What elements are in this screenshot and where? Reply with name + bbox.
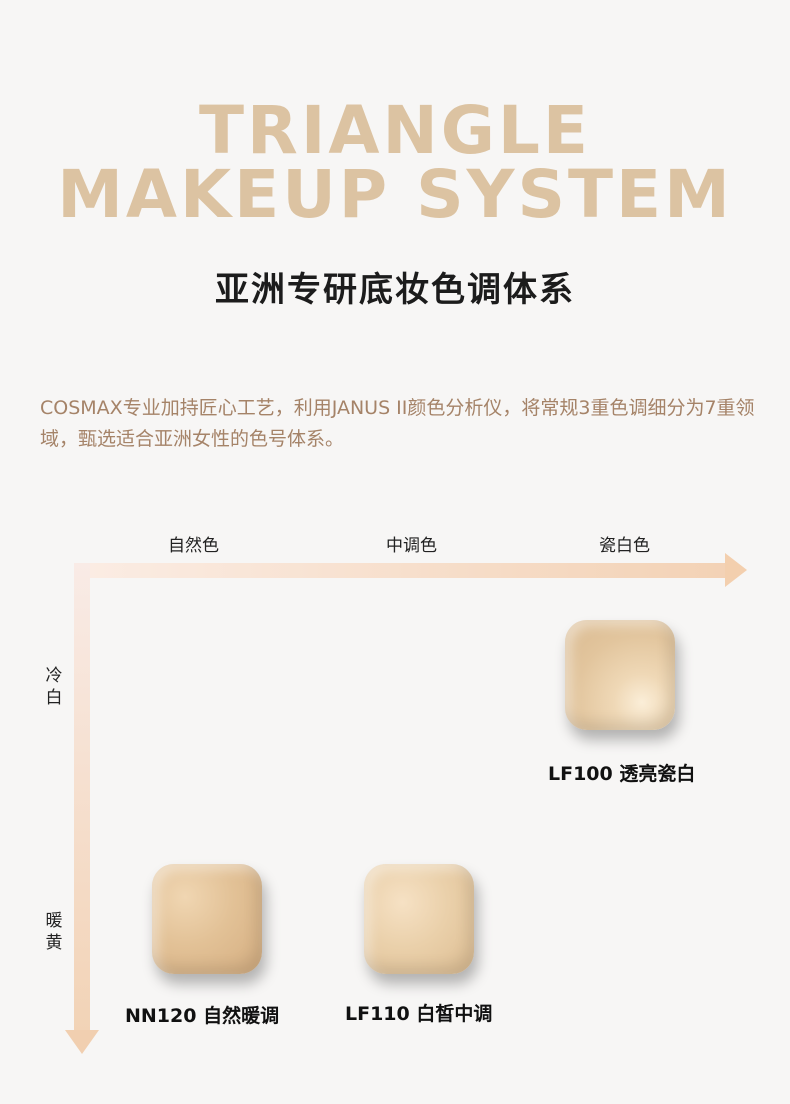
y-axis-label-warm: 暖黄: [45, 911, 63, 953]
y-axis-bar: [74, 563, 90, 1033]
swatch-label-nn120: NN120 自然暖调: [125, 1005, 280, 1027]
x-axis-label-natural: 自然色: [168, 536, 219, 556]
x-axis-label-porcelain: 瓷白色: [599, 536, 650, 556]
swatch-label-lf100: LF100 透亮瓷白: [548, 763, 696, 785]
swatch-lf100: [565, 620, 675, 730]
swatch-nn120: [152, 864, 262, 974]
y-axis-label-cool: 冷白: [45, 666, 63, 708]
x-axis-label-mid: 中调色: [386, 536, 437, 556]
swatch-label-lf110: LF110 白皙中调: [345, 1003, 493, 1025]
x-axis-bar: [90, 563, 730, 578]
headline-line-2: MAKEUP SYSTEM: [57, 156, 733, 233]
y-axis-arrow-icon: [65, 1030, 99, 1054]
x-axis-arrow-icon: [725, 553, 747, 587]
subtitle: 亚洲专研底妆色调体系: [215, 270, 575, 310]
description: COSMAX专业加持匠心工艺，利用JANUS II颜色分析仪，将常规3重色调细分…: [40, 397, 755, 450]
headline-line-1: TRIANGLE: [198, 92, 592, 169]
swatch-lf110: [364, 864, 474, 974]
